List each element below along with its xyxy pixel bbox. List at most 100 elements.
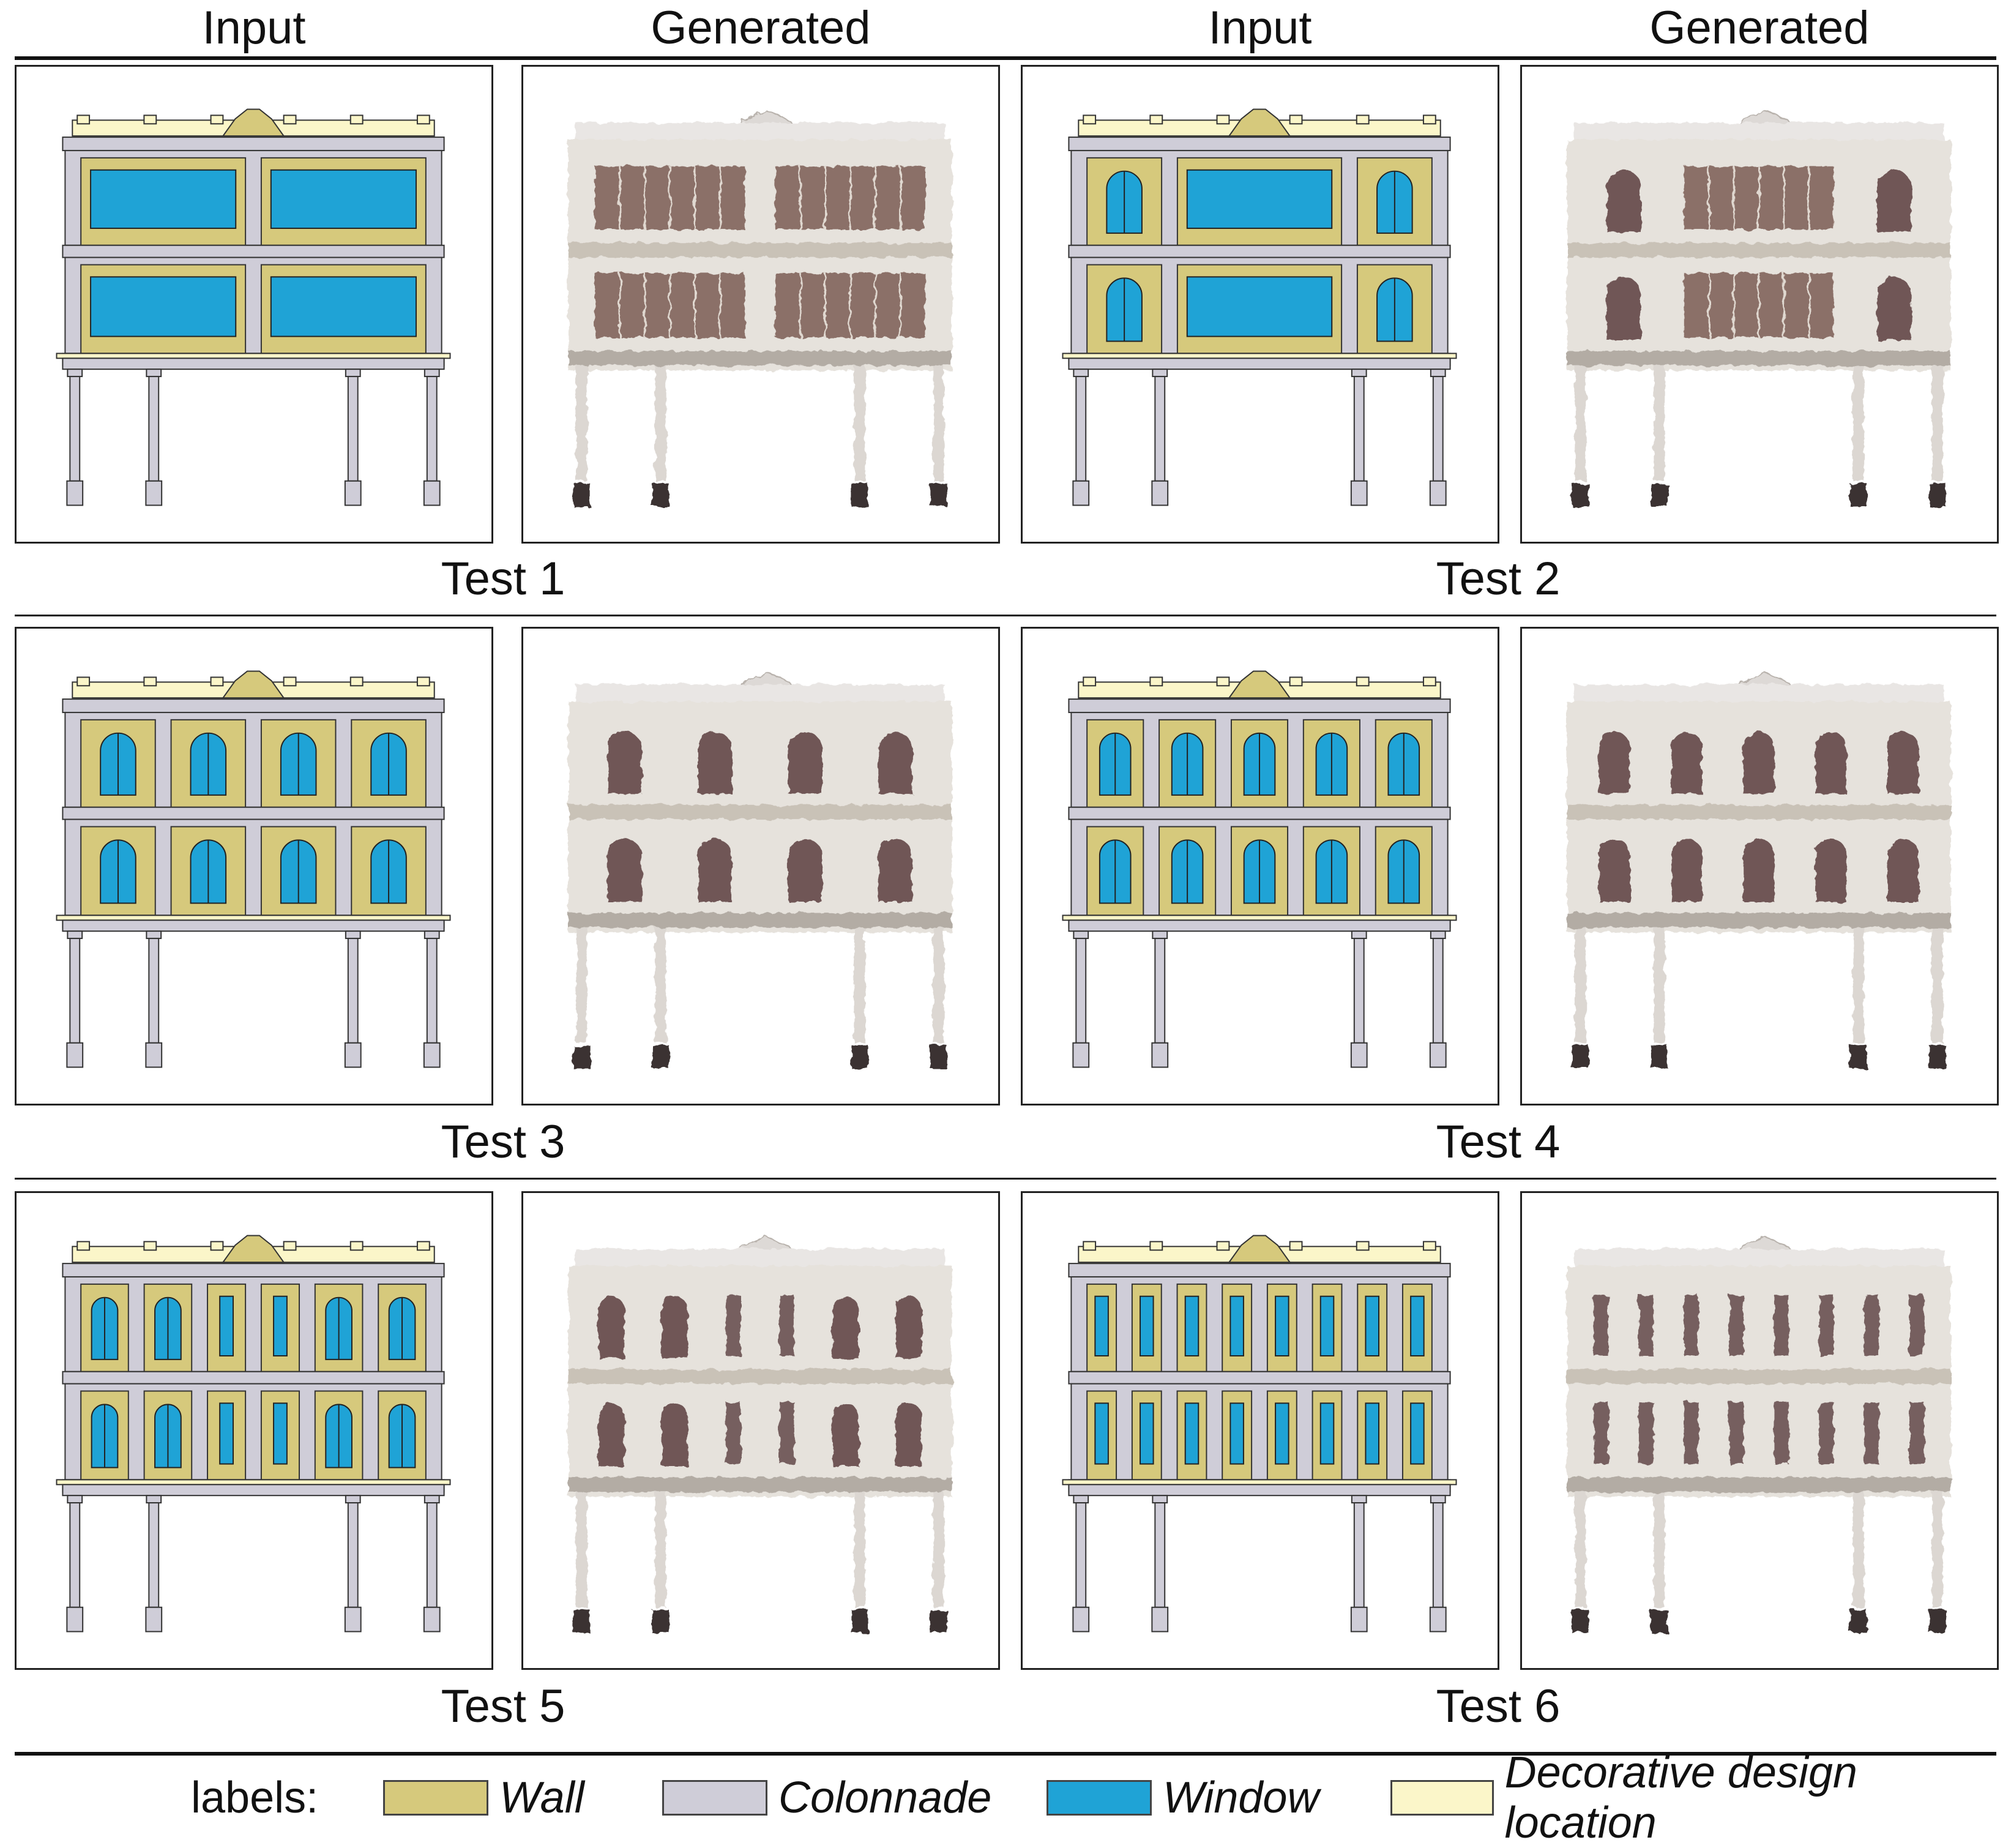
column-capital [1152,368,1168,378]
top-rule [15,56,1996,60]
parapet-finial [1422,1241,1436,1251]
window-narrow [1229,1295,1244,1356]
belt-course [568,804,952,820]
parapet-finial [416,676,430,687]
legend-item-window: Window [1047,1770,1319,1825]
column-shaft [1931,1492,1943,1607]
column-base [1849,483,1867,507]
cornice [1068,137,1451,151]
window-narrow [1638,1295,1654,1356]
window-arched [698,731,733,794]
legend-item-wall: Wall [383,1770,584,1825]
legend-swatch-window [1047,1780,1152,1816]
window-arched [1815,839,1847,902]
column-header-input-left: Input [202,2,306,54]
window-narrow [1319,1295,1335,1356]
window-narrow [1729,1402,1744,1464]
column-shaft [1654,927,1665,1043]
column-base [1429,480,1447,506]
belt-course [568,351,952,366]
column-base [930,483,947,507]
cornice [1068,698,1451,713]
column-capital [423,1495,440,1504]
window-narrow [1410,1295,1425,1356]
facade-input [1062,670,1457,1068]
column-capital [345,930,361,940]
cornice [62,698,445,713]
column-shaft [854,365,865,481]
column-base [145,1606,163,1633]
window-narrow [1909,1402,1924,1464]
parapet-finial [1289,676,1303,687]
bottom-rule [15,1752,1996,1756]
column-shaft [69,1502,81,1608]
column-header-generated-right: Generated [1649,2,1870,54]
column-shaft [854,927,865,1043]
parapet-finial [1083,676,1097,687]
window-arched [1877,277,1911,340]
column-shaft [854,1492,865,1607]
panel-test-4-generated [1520,627,1999,1105]
parapet-finial [1422,114,1436,125]
column-base [1151,1606,1169,1633]
column-shaft [1654,365,1665,481]
column-base [145,480,163,506]
window-arched [1887,731,1919,794]
window-narrow [726,1295,741,1356]
window-arched [1877,170,1911,232]
column-capital [1073,930,1089,940]
window-narrow [273,1295,288,1356]
belt-course [62,1371,445,1385]
parapet [575,1249,945,1268]
column-base [1350,1606,1368,1633]
window-narrow [1819,1402,1834,1464]
column-base [423,480,441,506]
window-narrow [1229,1402,1244,1465]
belt-course [568,242,952,258]
belt-course [568,1477,952,1492]
parapet-finial [76,114,91,125]
column-shaft [347,1502,359,1608]
column-base [1350,480,1368,506]
belt-course [568,913,952,928]
window-narrow [1365,1402,1379,1465]
panel-test-1-input [15,65,493,544]
column-capital [1351,930,1367,940]
column-base [1849,1045,1867,1069]
column-capital [67,368,83,378]
belt-course [1567,913,1951,928]
column-header-input-right: Input [1208,2,1312,54]
column-shaft [576,927,588,1043]
facade-generated [1567,671,1951,1069]
panel-test-2-generated [1520,65,1999,544]
column-base [930,1609,947,1633]
column-shaft [347,938,359,1044]
column-shaft [1154,938,1166,1044]
facade-generated [568,110,952,507]
column-capital [1152,1495,1168,1504]
window-rect [270,276,417,337]
window-narrow [1184,1402,1200,1465]
column-base [145,1042,163,1068]
window-arched [1599,839,1630,902]
window-arched [895,1296,922,1358]
parapet-finial [143,1241,157,1251]
parapet-finial [210,1241,224,1251]
window-narrow [1275,1295,1289,1356]
lintel [1068,357,1451,370]
column-base [1072,1606,1090,1633]
test-label-2: Test 2 [1436,553,1561,605]
column-base [1072,480,1090,506]
column-base [1572,1045,1589,1069]
cornice [1068,1263,1451,1278]
column-shaft [1353,938,1365,1044]
window-arched [832,1296,859,1358]
legend-item-decor: Decorative design location [1390,1748,2011,1847]
window-arched [788,731,823,794]
parapet-finial [349,114,364,125]
lintel [62,919,445,932]
column-shaft [1353,1502,1365,1608]
column-base [851,1045,868,1069]
column-shaft [148,376,160,482]
column-capital [67,930,83,940]
